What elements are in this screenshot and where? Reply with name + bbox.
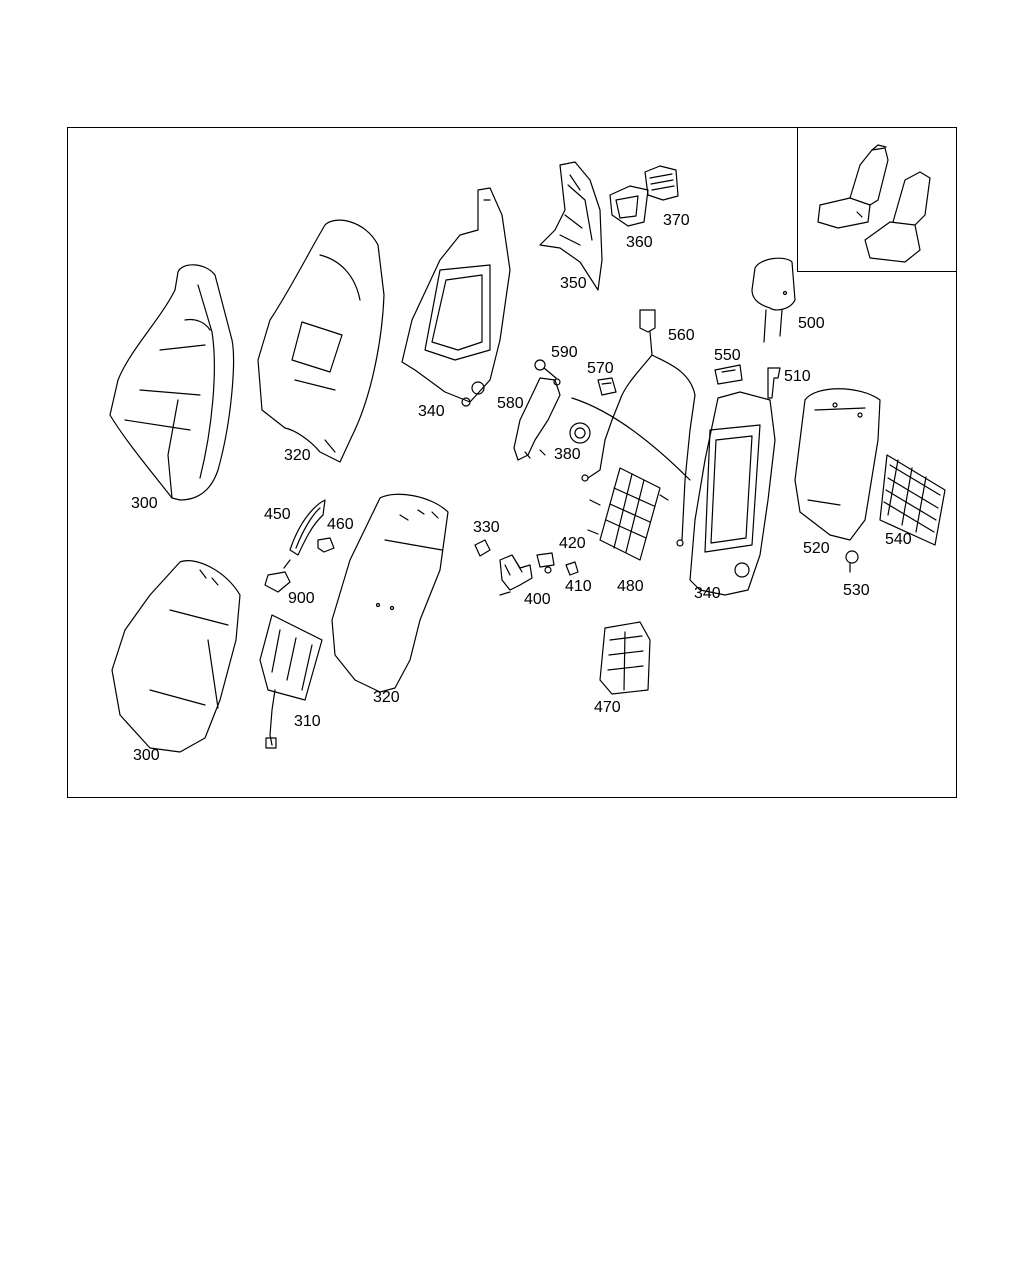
part-900-label xyxy=(264,559,291,593)
part-380-knob xyxy=(569,422,591,444)
callout-470: 470 xyxy=(594,699,621,716)
part-510-guide-sleeve xyxy=(767,367,781,399)
callout-420: 420 xyxy=(559,535,586,552)
callout-300-upper: 300 xyxy=(131,495,158,512)
callout-400: 400 xyxy=(524,591,551,608)
part-350-rear-panel xyxy=(539,161,603,291)
callout-340-upper: 340 xyxy=(418,403,445,420)
callout-360: 360 xyxy=(626,234,653,251)
callout-410: 410 xyxy=(565,578,592,595)
part-520-back-panel xyxy=(794,388,881,541)
part-480-lumbar-support xyxy=(587,467,669,561)
callout-570: 570 xyxy=(587,360,614,377)
part-460-nut xyxy=(317,537,335,553)
part-580-side-trim xyxy=(513,377,561,461)
part-320-upper-seat-back-pad xyxy=(257,219,385,463)
part-340-upper-seat-back-frame xyxy=(401,187,511,407)
part-420-connector xyxy=(536,552,555,574)
callout-560: 560 xyxy=(668,327,695,344)
part-rod xyxy=(571,397,691,481)
callout-460: 460 xyxy=(327,516,354,533)
part-550-clip xyxy=(714,364,743,385)
part-470-seat-frame xyxy=(599,621,651,695)
callout-300-lower: 300 xyxy=(133,747,160,764)
part-560-cable-harness xyxy=(581,309,696,547)
callout-540: 540 xyxy=(885,531,912,548)
part-320-lower-cushion-pad xyxy=(331,493,449,693)
callout-370: 370 xyxy=(663,212,690,229)
part-530-screw xyxy=(845,550,859,573)
callout-590: 590 xyxy=(551,344,578,361)
part-340-lower-seat-back-frame xyxy=(689,391,776,596)
callout-350: 350 xyxy=(560,275,587,292)
part-370-component xyxy=(644,165,679,201)
part-570-switch xyxy=(597,377,617,396)
part-540-mesh-pocket xyxy=(879,454,946,546)
callout-530: 530 xyxy=(843,582,870,599)
part-300-lower-seat-cushion-cover xyxy=(111,560,241,753)
part-590-bolt xyxy=(534,359,557,379)
part-300-upper-seat-back-cover xyxy=(109,264,235,501)
callout-450: 450 xyxy=(264,506,291,523)
part-330-component xyxy=(474,539,491,557)
callout-330: 330 xyxy=(473,519,500,536)
callout-900: 900 xyxy=(288,590,315,607)
callout-580: 580 xyxy=(497,395,524,412)
callout-510: 510 xyxy=(784,368,811,385)
callout-380: 380 xyxy=(554,446,581,463)
part-410-clip xyxy=(565,561,579,576)
callout-500: 500 xyxy=(798,315,825,332)
callout-320-lower: 320 xyxy=(373,689,400,706)
callout-520: 520 xyxy=(803,540,830,557)
part-500-headrest xyxy=(751,257,796,343)
part-450-handle xyxy=(289,499,326,556)
part-360-component xyxy=(609,185,649,227)
inset-seat-illustration xyxy=(817,144,931,263)
part-400-motor-assembly xyxy=(499,554,533,596)
callout-480: 480 xyxy=(617,578,644,595)
callout-550: 550 xyxy=(714,347,741,364)
callout-340-lower: 340 xyxy=(694,585,721,602)
callout-310: 310 xyxy=(294,713,321,730)
part-310-heating-mat xyxy=(259,614,323,749)
seat-location-inset xyxy=(797,127,957,272)
callout-320-upper: 320 xyxy=(284,447,311,464)
